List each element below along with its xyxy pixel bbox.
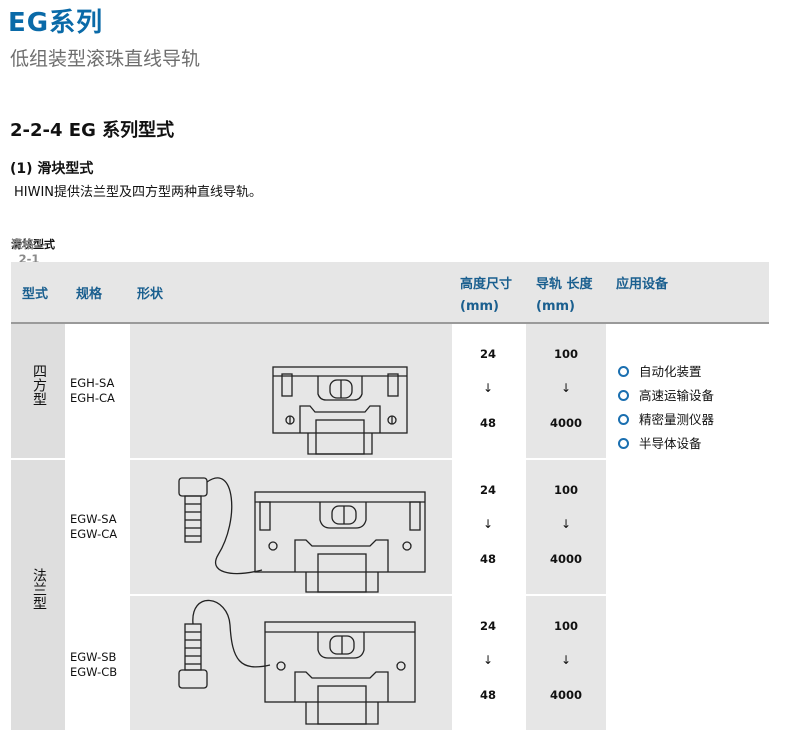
rail-arrow-row2: ↓ xyxy=(560,517,572,531)
spec-cell-row1: EGH-SA EGH-CA xyxy=(67,324,130,458)
rail-max-row3: 4000 xyxy=(549,688,582,702)
intro-text: HIWIN提供法兰型及四方型两种直线导轨。 xyxy=(14,185,263,200)
application-item: 高速运输设备 xyxy=(618,385,714,407)
type-label-square: 四方型 xyxy=(31,364,47,406)
spec-row2-b: EGW-CA xyxy=(70,527,118,541)
linear-guide-block-drawing xyxy=(272,366,408,455)
type-label-flange: 法兰型 xyxy=(31,568,47,610)
subsection-title: (1) 滑块型式 xyxy=(10,161,94,177)
spec-row3-b: EGW-CB xyxy=(70,665,118,679)
bullet-circle-icon xyxy=(618,438,629,449)
application-label: 自动化装置 xyxy=(639,364,702,379)
rail-arrow-row3: ↓ xyxy=(560,653,572,667)
spec-row3-a: EGW-SB xyxy=(70,650,117,664)
rail-cell-row2: 100 ↓ 4000 xyxy=(526,460,606,594)
spec-cell-row3: EGW-SB EGW-CB xyxy=(67,594,130,732)
linear-guide-flange-drawing xyxy=(178,477,426,725)
height-arrow-row3: ↓ xyxy=(482,653,494,667)
height-max-row2: 48 xyxy=(479,552,496,566)
height-cell-row1: 24 ↓ 48 xyxy=(452,324,524,458)
rail-max-row2: 4000 xyxy=(549,552,582,566)
height-max-row1: 48 xyxy=(479,416,496,430)
rail-min-row3: 100 xyxy=(553,619,578,633)
spec-row1-b: EGH-CA xyxy=(70,391,115,405)
height-min-row3: 24 xyxy=(479,619,496,633)
application-label: 高速运输设备 xyxy=(639,388,715,403)
height-cell-row3: 24 ↓ 48 xyxy=(452,596,524,730)
header-rail-line2: (mm) xyxy=(536,299,575,314)
height-max-row3: 48 xyxy=(479,688,496,702)
height-min-row2: 24 xyxy=(479,483,496,497)
application-cell: 自动化装置 高速运输设备 精密量测仪器 半导体设备 xyxy=(608,324,769,730)
rail-cell-row1: 100 ↓ 4000 xyxy=(526,324,606,458)
row-divider xyxy=(11,458,608,460)
bolt-drawing-bottom xyxy=(178,623,208,689)
height-arrow-row2: ↓ xyxy=(482,517,494,531)
header-spec: 规格 xyxy=(76,287,103,302)
shape-cell-row1 xyxy=(130,324,452,458)
spec-row2-a: EGW-SA xyxy=(70,512,117,526)
bullet-circle-icon xyxy=(618,390,629,401)
header-application: 应用设备 xyxy=(616,277,669,292)
application-label: 精密量测仪器 xyxy=(639,412,715,427)
bolt-drawing-top xyxy=(178,477,208,543)
rail-min-row2: 100 xyxy=(553,483,578,497)
spec-cell-row2: EGW-SA EGW-CA xyxy=(67,460,130,594)
table-caption-text: 滑块型式 xyxy=(11,238,55,251)
height-arrow-row1: ↓ xyxy=(482,381,494,395)
page-title: EG系列 xyxy=(8,8,104,38)
application-item: 自动化装置 xyxy=(618,361,702,383)
spec-row1-a: EGH-SA xyxy=(70,376,115,390)
rail-min-row1: 100 xyxy=(553,347,578,361)
rail-arrow-row1: ↓ xyxy=(560,381,572,395)
application-item: 精密量测仪器 xyxy=(618,409,714,431)
slider-type-table: 型式 规格 形状 高度尺寸 (mm) 导轨 长度 (mm) 应用设备 四方型 法… xyxy=(11,262,769,732)
type-cell-flange: 法兰型 xyxy=(11,460,65,730)
header-type: 型式 xyxy=(22,287,49,302)
table-header: 型式 规格 形状 高度尺寸 (mm) 导轨 长度 (mm) 应用设备 xyxy=(11,262,769,324)
type-cell-square: 四方型 xyxy=(11,324,65,458)
height-min-row1: 24 xyxy=(479,347,496,361)
header-shape: 形状 xyxy=(137,287,164,302)
page-subtitle: 低组装型滚珠直线导轨 xyxy=(10,48,201,70)
application-item: 半导体设备 xyxy=(618,433,702,455)
rail-max-row1: 4000 xyxy=(549,416,582,430)
header-rail-line1: 导轨 长度 xyxy=(536,277,593,292)
header-height-line1: 高度尺寸 xyxy=(460,277,513,292)
application-label: 半导体设备 xyxy=(639,436,702,451)
height-cell-row2: 24 ↓ 48 xyxy=(452,460,524,594)
row-divider xyxy=(67,594,608,596)
table-body: 四方型 法兰型 EGH-SA EGH-CA EGW-SA EGW-CA EGW-… xyxy=(11,324,769,732)
section-title: 2-2-4 EG 系列型式 xyxy=(10,120,175,141)
rail-cell-row3: 100 ↓ 4000 xyxy=(526,596,606,730)
bullet-circle-icon xyxy=(618,366,629,377)
bullet-circle-icon xyxy=(618,414,629,425)
header-height-line2: (mm) xyxy=(460,299,499,314)
